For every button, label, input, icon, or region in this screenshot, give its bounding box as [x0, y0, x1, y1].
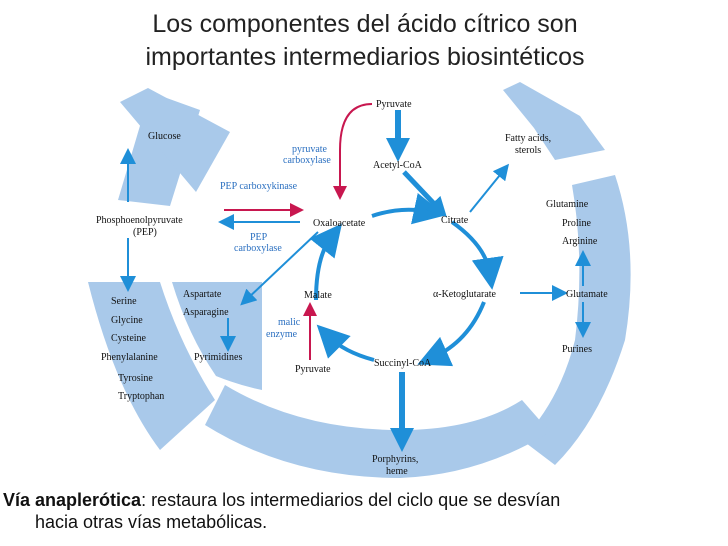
label-proline: Proline: [562, 218, 591, 229]
diagram-labels: Pyruvate Acetyl-CoA pyruvate carboxylase…: [96, 99, 608, 477]
label-glutamine: Glutamine: [546, 199, 589, 210]
label-purines: Purines: [562, 344, 592, 355]
label-pep-2: (PEP): [133, 227, 157, 238]
label-pyruvate-top: Pyruvate: [376, 99, 412, 110]
ring-segment-bottom: [205, 385, 550, 478]
arrow-malate-to-oxaloacetate: [309, 223, 342, 301]
title-line-1: Los componentes del ácido cítrico son: [152, 10, 578, 38]
label-malic-enzyme-2: enzyme: [266, 329, 298, 340]
label-glycine: Glycine: [111, 315, 143, 326]
label-oxaloacetate: Oxaloacetate: [313, 218, 366, 229]
label-pep-carboxylase-1: PEP: [250, 232, 268, 243]
label-malate: Malate: [304, 290, 332, 301]
label-malic-enzyme-1: malic: [278, 317, 301, 328]
anaplerotic-arrows: [224, 103, 373, 360]
arrow-oxaloacetate-to-aspartate: [240, 231, 319, 306]
label-citrate: Citrate: [441, 215, 469, 226]
arrow-citrate-to-ketoglutarate: [450, 220, 504, 290]
label-tyrosine: Tyrosine: [118, 373, 153, 384]
label-cysteine: Cysteine: [111, 333, 147, 344]
label-pep-1: Phosphoenolpyruvate: [96, 215, 183, 226]
pathway-arrows: [120, 110, 591, 452]
caption-bold-term: Vía anaplerótica: [3, 490, 142, 510]
slide-title: Los componentes del ácido cítrico son im…: [60, 8, 670, 74]
label-pyruvate-carboxylase-1: pyruvate: [292, 144, 328, 155]
arrow-oxaloacetate-to-citrate: [371, 193, 446, 225]
caption-text: : restaura los intermediarios del ciclo …: [141, 490, 561, 510]
ring-segment-top-right: [503, 82, 605, 160]
ring-segment-aspartate: [172, 282, 262, 390]
caption: Vía anaplerótica: restaura los intermedi…: [3, 489, 723, 533]
arrow-pyruvate-carboxylase: [333, 103, 373, 200]
tca-cycle-arrows: [309, 193, 504, 367]
label-pep-carboxylase-2: carboxylase: [234, 243, 282, 254]
label-porphyrins-2: heme: [386, 466, 408, 477]
label-aspartate: Aspartate: [183, 289, 222, 300]
label-fatty-acids-1: Fatty acids,: [505, 133, 551, 144]
citric-acid-cycle-diagram: Pyruvate Acetyl-CoA pyruvate carboxylase…: [88, 82, 631, 478]
title-line-2: importantes intermediarios biosintéticos: [145, 43, 585, 71]
label-glutamate: Glutamate: [566, 289, 608, 300]
arrow-acetylcoa-to-citrate: [402, 170, 447, 218]
caption-line-1: Vía anaplerótica: restaura los intermedi…: [3, 489, 723, 511]
outer-ring: [88, 82, 631, 478]
label-pyruvate-carboxylase-2: carboxylase: [283, 155, 331, 166]
label-tryptophan: Tryptophan: [118, 391, 164, 402]
ring-segment-left-lower: [88, 282, 215, 450]
caption-line-2: hacia otras vías metabólicas.: [35, 512, 268, 532]
label-succinylcoa: Succinyl-CoA: [374, 358, 432, 369]
arrow-citrate-to-fattyacids: [469, 163, 510, 213]
arrow-ketoglutarate-to-succinyl: [417, 301, 486, 367]
arrow-succinyl-to-malate: [316, 324, 375, 362]
label-phenylalanine: Phenylalanine: [101, 352, 158, 363]
label-pyruvate-bottom: Pyruvate: [295, 364, 331, 375]
label-asparagine: Asparagine: [183, 307, 229, 318]
label-glucose: Glucose: [148, 131, 181, 142]
label-ketoglutarate: α-Ketoglutarate: [433, 289, 497, 300]
label-porphyrins-1: Porphyrins,: [372, 454, 418, 465]
label-pep-carboxykinase: PEP carboxykinase: [220, 181, 298, 192]
label-pyrimidines: Pyrimidines: [194, 352, 242, 363]
ring-segment-right: [522, 175, 631, 465]
label-arginine: Arginine: [562, 236, 598, 247]
label-serine: Serine: [111, 296, 137, 307]
label-fatty-acids-2: sterols: [515, 145, 541, 156]
glucose-box: [120, 88, 230, 192]
label-acetylcoa: Acetyl-CoA: [373, 160, 423, 171]
